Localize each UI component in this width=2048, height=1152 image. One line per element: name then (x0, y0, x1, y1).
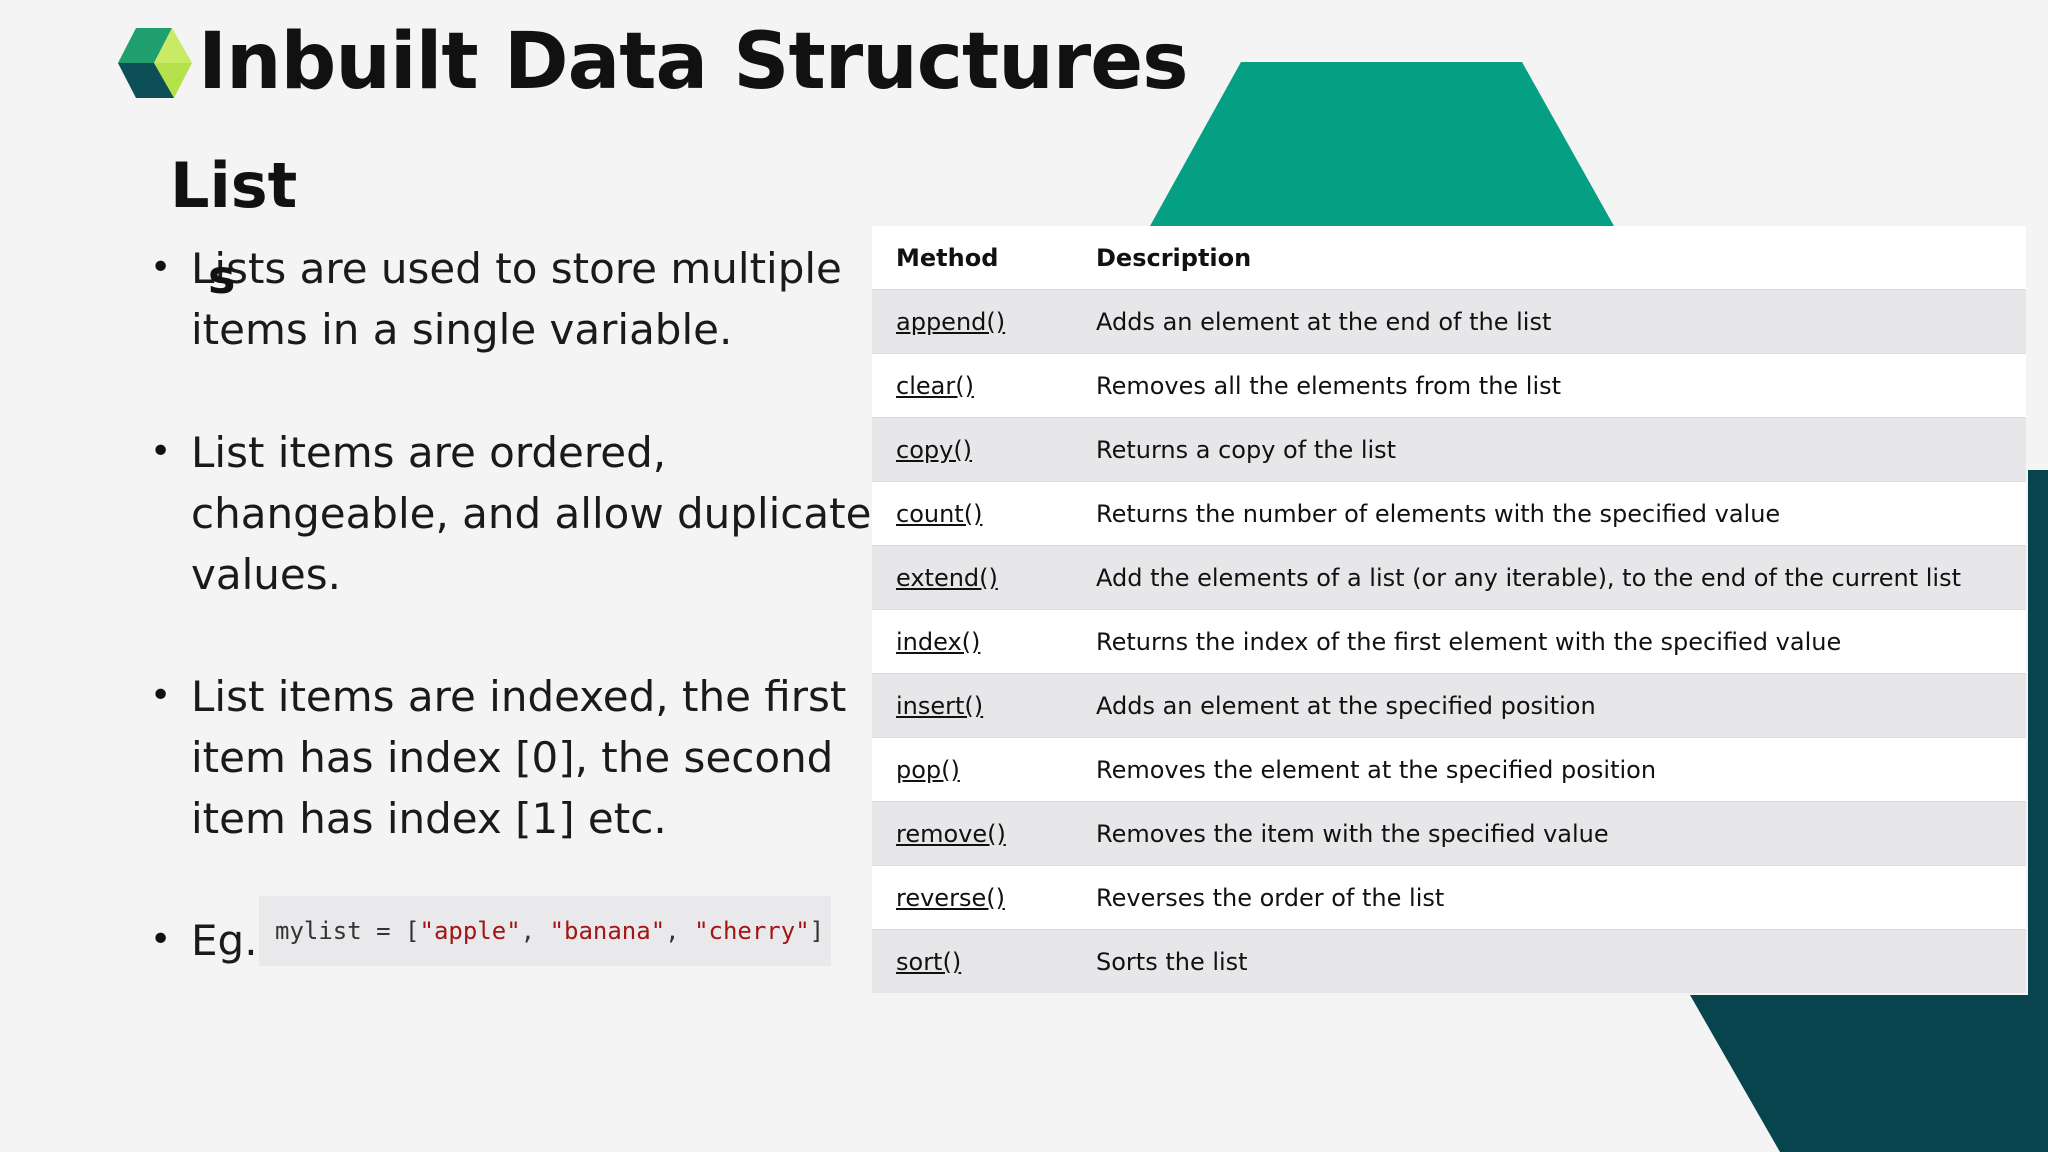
list-methods-table: Method Description append() Adds an elem… (872, 226, 2026, 993)
teal-corner-shape (1690, 470, 2048, 1152)
green-trapezoid (1150, 62, 1614, 226)
method-description: Add the elements of a list (or any itera… (1096, 545, 2026, 610)
method-link-pop[interactable]: pop() (896, 755, 960, 784)
section-title: List (170, 149, 298, 222)
method-description: Sorts the list (1096, 929, 2026, 993)
code-example: mylist = ["apple", "banana", "cherry"] (259, 896, 831, 966)
method-description: Adds an element at the end of the list (1096, 289, 2026, 354)
table-row: insert() Adds an element at the specifie… (872, 673, 2026, 738)
table-row: append() Adds an element at the end of t… (872, 289, 2026, 354)
table-row: sort() Sorts the list (872, 929, 2026, 993)
code-suffix: ] (809, 917, 825, 945)
bullet-marker: • (150, 247, 172, 288)
method-description: Adds an element at the specified positio… (1096, 673, 2026, 738)
bullet-line: List items are indexed, the first (191, 672, 847, 721)
bullet-3-text: List items are indexed, the first item h… (191, 666, 846, 849)
bullet-1-text: Lists are used to store multiple items i… (191, 238, 842, 360)
method-description: Returns the index of the first element w… (1096, 609, 2026, 674)
code-prefix: mylist = [ (275, 917, 420, 945)
example-label: Eg. (191, 916, 258, 965)
method-description: Returns the number of elements with the … (1096, 481, 2026, 546)
page-title: Inbuilt Data Structures (198, 17, 1189, 107)
logo-icon (118, 28, 192, 98)
bullet-marker: • (150, 919, 172, 960)
method-description: Reverses the order of the list (1096, 865, 2026, 930)
bullet-line: List items are ordered, (191, 428, 667, 477)
method-link-index[interactable]: index() (896, 627, 981, 656)
column-header-description: Description (1096, 226, 2026, 290)
bullet-line: Lists are used to store multiple (191, 244, 842, 293)
table-row: clear() Removes all the elements from th… (872, 353, 2026, 418)
table-row: extend() Add the elements of a list (or … (872, 545, 2026, 610)
table-header-row: Method Description (872, 226, 2026, 290)
table-row: remove() Removes the item with the speci… (872, 801, 2026, 866)
code-separator: , (520, 917, 550, 945)
overlapping-character: s (208, 250, 236, 304)
bullet-line: values. (191, 550, 341, 599)
code-separator: , (665, 917, 695, 945)
method-description: Removes the item with the specified valu… (1096, 801, 2026, 866)
bullet-line: changeable, and allow duplicate (191, 489, 872, 538)
code-string: "apple" (419, 917, 521, 945)
method-description: Returns a copy of the list (1096, 417, 2026, 482)
bullet-line: item has index [1] etc. (191, 794, 667, 843)
table-row: index() Returns the index of the first e… (872, 609, 2026, 674)
method-link-sort[interactable]: sort() (896, 947, 962, 976)
bullet-marker: • (150, 431, 172, 472)
method-link-insert[interactable]: insert() (896, 691, 984, 720)
bullet-2-text: List items are ordered, changeable, and … (191, 422, 871, 605)
code-string: "banana" (549, 917, 666, 945)
method-link-clear[interactable]: clear() (896, 371, 974, 400)
table-row: pop() Removes the element at the specifi… (872, 737, 2026, 802)
table-row: reverse() Reverses the order of the list (872, 865, 2026, 930)
code-string: "cherry" (694, 917, 810, 945)
table-row: count() Returns the number of elements w… (872, 481, 2026, 546)
method-link-remove[interactable]: remove() (896, 819, 1006, 848)
method-link-extend[interactable]: extend() (896, 563, 998, 592)
method-link-append[interactable]: append() (896, 307, 1006, 336)
bullet-marker: • (150, 675, 172, 716)
method-link-copy[interactable]: copy() (896, 435, 973, 464)
method-description: Removes all the elements from the list (1096, 353, 2026, 418)
bullet-line: items in a single variable. (191, 305, 733, 354)
method-description: Removes the element at the specified pos… (1096, 737, 2026, 802)
column-header-method: Method (872, 226, 1096, 290)
method-link-count[interactable]: count() (896, 499, 983, 528)
table-row: copy() Returns a copy of the list (872, 417, 2026, 482)
method-link-reverse[interactable]: reverse() (896, 883, 1005, 912)
bullet-line: item has index [0], the second (191, 733, 834, 782)
